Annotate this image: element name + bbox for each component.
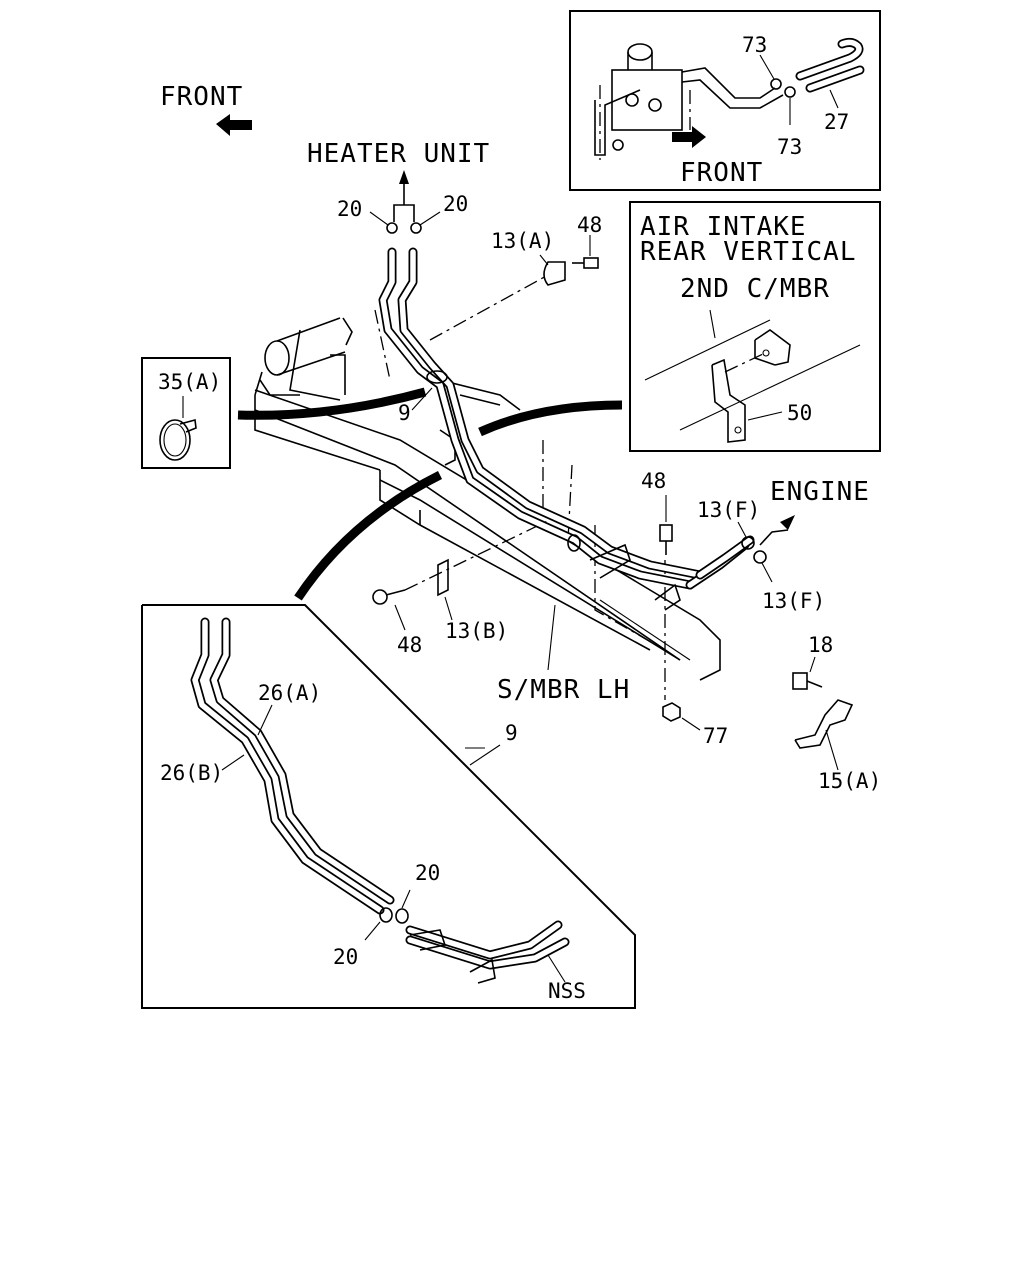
inset-pipe-assembly <box>141 604 636 1009</box>
front-arrow-icon <box>216 114 252 136</box>
side-member-label: S/MBR LH <box>497 675 630 705</box>
heater-unit-arrow-icon <box>399 170 409 184</box>
heater-pipe-main <box>378 247 755 611</box>
callout-77: 77 <box>703 724 728 748</box>
callout-26a: 26(A) <box>258 681 321 705</box>
callout-48-top: 48 <box>577 213 602 237</box>
engine-direction: ENGINE <box>759 477 870 546</box>
bolt-48-mid <box>659 495 673 555</box>
callout-26b: 26(B) <box>160 761 223 785</box>
clamp-13f-bottom <box>753 550 773 583</box>
leader-dash-2 <box>429 274 549 341</box>
front-direction-indicator: FRONT <box>160 82 252 136</box>
pointer-arc-inset <box>294 470 443 601</box>
callout-73-top: 73 <box>742 33 767 57</box>
callout-20-inset-top: 20 <box>415 861 440 885</box>
air-intake-line1: AIR INTAKE <box>640 212 807 242</box>
callout-13a: 13(A) <box>491 229 554 253</box>
clamp-13f-top <box>737 521 755 550</box>
callout-9-inset: 9 <box>505 721 518 745</box>
callout-48-mid: 48 <box>641 469 666 493</box>
bolt-48-low <box>372 589 406 631</box>
clip-13a <box>539 254 566 286</box>
bracket-15a <box>794 699 854 771</box>
engine-arrow-icon <box>780 515 795 530</box>
heater-unit-callout: HEATER UNIT <box>307 139 490 222</box>
leader-dash-1 <box>374 309 391 381</box>
inset-front-label: FRONT <box>680 158 763 188</box>
callout-nss: NSS <box>548 979 586 1003</box>
detail-box-35a: 35(A) <box>141 357 231 469</box>
inset-front-arrow-icon <box>672 126 706 148</box>
callout-13f-bottom: 13(F) <box>762 589 825 613</box>
hose-clamp-pair-top <box>369 211 441 234</box>
pointer-arc-air-intake <box>478 400 623 437</box>
callout-20-right: 20 <box>443 192 468 216</box>
frame-structure <box>254 317 721 681</box>
nut-77 <box>662 702 701 731</box>
inset-hose-detail: FRONT <box>569 10 881 191</box>
callout-13f-top: 13(F) <box>697 498 760 522</box>
engine-label: ENGINE <box>770 477 870 507</box>
callout-48-low: 48 <box>397 633 422 657</box>
air-intake-line2: REAR VERTICAL <box>640 237 857 267</box>
callout-35a: 35(A) <box>158 370 221 394</box>
callout-18: 18 <box>808 633 833 657</box>
front-label: FRONT <box>160 82 243 112</box>
inset-air-intake: AIR INTAKE REAR VERTICAL 2ND C/MBR <box>629 201 881 452</box>
clip-13b <box>437 558 453 621</box>
callout-15a: 15(A) <box>818 769 881 793</box>
second-member-label: 2ND C/MBR <box>680 274 830 304</box>
callout-50: 50 <box>787 401 812 425</box>
callout-13b: 13(B) <box>445 619 508 643</box>
callout-73-bottom: 73 <box>777 135 802 159</box>
leader-dash-5 <box>404 514 561 591</box>
callout-20-left: 20 <box>337 197 362 221</box>
bolt-18 <box>792 656 823 690</box>
heater-unit-label: HEATER UNIT <box>307 139 490 169</box>
bolt-48-top <box>572 235 599 269</box>
callout-9-main: 9 <box>398 401 411 425</box>
callout-27: 27 <box>824 110 849 134</box>
pointer-arc-35a <box>237 387 427 420</box>
callout-20-inset-bottom: 20 <box>333 945 358 969</box>
